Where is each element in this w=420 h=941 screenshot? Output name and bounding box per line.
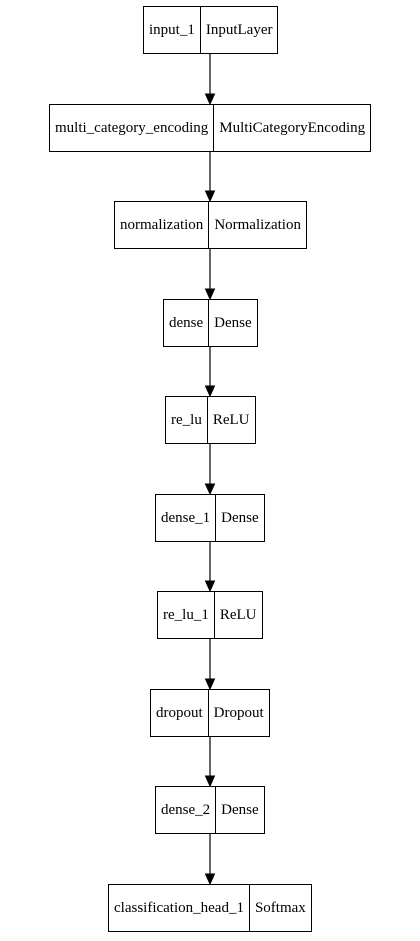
- arrow-head-icon: [204, 678, 216, 691]
- node-normalization: normalization Normalization: [114, 201, 307, 249]
- arrow-head-icon: [204, 93, 216, 106]
- layer-type: Dropout: [213, 704, 264, 721]
- node-re-lu: re_lu ReLU: [165, 396, 256, 444]
- layer-type: InputLayer: [205, 21, 273, 38]
- layer-name: dense: [164, 300, 210, 346]
- layer-name: input_1: [144, 7, 201, 53]
- layer-name: re_lu: [166, 397, 208, 443]
- layer-type: Dense: [221, 509, 259, 526]
- layer-type: Dense: [221, 801, 259, 818]
- arrow-head-icon: [204, 580, 216, 593]
- arrow-head-icon: [204, 873, 216, 886]
- node-dropout: dropout Dropout: [150, 689, 270, 737]
- node-input: input_1 InputLayer: [143, 6, 279, 54]
- arrow-head-icon: [204, 385, 216, 398]
- arrow-head-icon: [204, 288, 216, 301]
- layer-name: dense_1: [156, 495, 217, 541]
- node-dense: dense Dense: [163, 299, 258, 347]
- arrow-head-icon: [204, 190, 216, 203]
- layer-name: classification_head_1: [109, 885, 250, 931]
- layer-type: Softmax: [254, 899, 306, 916]
- layer-type: MultiCategoryEncoding: [219, 119, 366, 136]
- node-dense-2: dense_2 Dense: [155, 786, 265, 834]
- layer-name: normalization: [115, 202, 210, 248]
- layer-name: dense_2: [156, 787, 217, 833]
- node-dense-1: dense_1 Dense: [155, 494, 265, 542]
- arrow-head-icon: [204, 775, 216, 788]
- layer-name: re_lu_1: [158, 592, 215, 638]
- layer-name: multi_category_encoding: [50, 105, 215, 151]
- layer-type: Normalization: [214, 216, 301, 233]
- arrow-head-icon: [204, 483, 216, 496]
- node-multi-category-encoding: multi_category_encoding MultiCategoryEnc…: [49, 104, 372, 152]
- layer-type: Dense: [214, 314, 252, 331]
- layer-name: dropout: [151, 690, 209, 736]
- node-re-lu-1: re_lu_1 ReLU: [157, 591, 263, 639]
- layer-type: ReLU: [219, 606, 257, 623]
- node-classification-head-1: classification_head_1 Softmax: [108, 884, 312, 932]
- layer-type: ReLU: [212, 411, 250, 428]
